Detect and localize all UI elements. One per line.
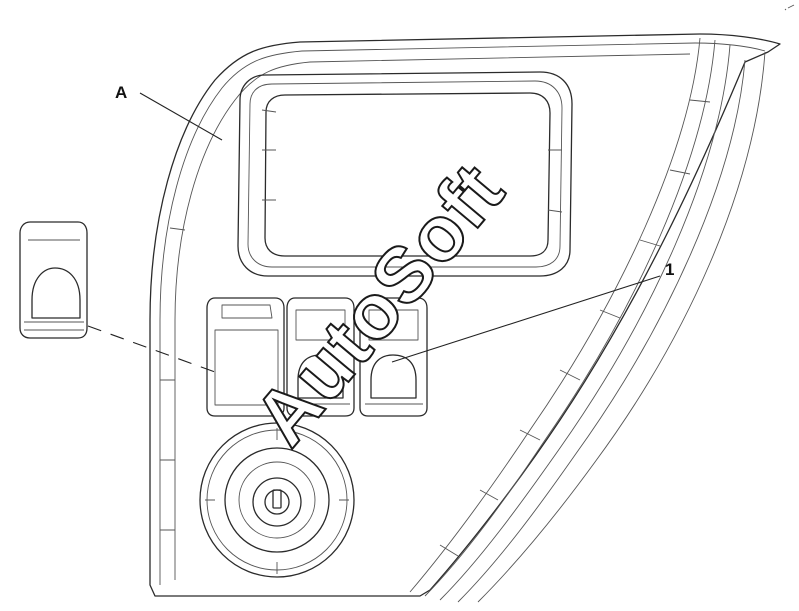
display-window-frame	[237, 71, 573, 277]
dashboard-side-panel	[149, 33, 781, 603]
callout-label-a: A	[115, 83, 128, 102]
switch-center	[286, 297, 355, 417]
ignition-switch	[199, 422, 355, 578]
leader-line-1	[391, 275, 661, 363]
assembly-direction-line	[87, 325, 216, 373]
switch-blank-left	[206, 297, 285, 417]
rocker-switch-bank	[206, 297, 428, 417]
corner-mark	[784, 4, 795, 11]
switch-right	[359, 297, 428, 417]
callout-label-1: 1	[665, 260, 675, 279]
exploded-switch-cap	[19, 221, 88, 339]
leader-line-a	[139, 92, 223, 141]
